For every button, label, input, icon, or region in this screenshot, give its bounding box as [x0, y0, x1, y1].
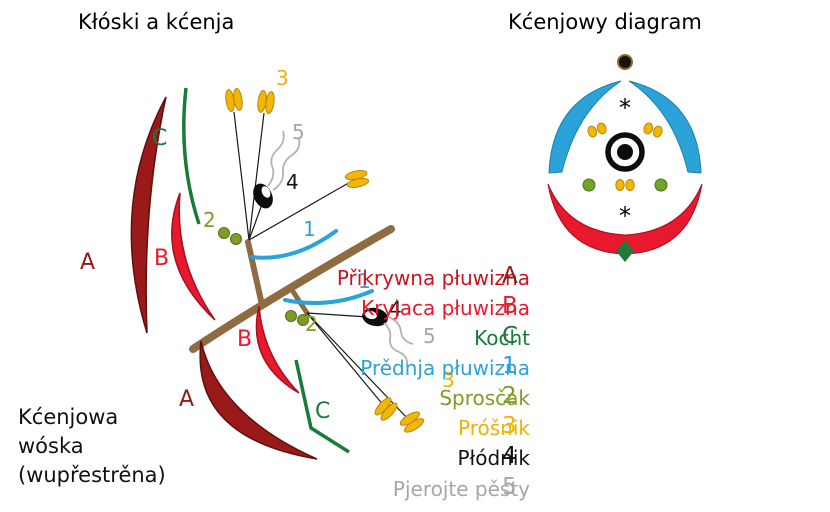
- stigma-icon: [272, 138, 301, 191]
- mark-lower-4: 4: [389, 297, 402, 321]
- mark-lower-C: C: [315, 399, 331, 424]
- figure-caption: Kćenjowa wóska (wupřestrěna): [18, 405, 166, 487]
- lodicule-dot: [582, 178, 596, 192]
- glume-A-upper: [130, 96, 167, 334]
- legend-term-2: Sprosčak: [439, 386, 530, 410]
- mark-upper-2: 2: [203, 208, 216, 232]
- anther-icon: [372, 394, 400, 424]
- stamen-pair-icon: [615, 179, 635, 191]
- pistil-lower: [362, 307, 414, 366]
- legend-term-1: Prědnja płuwizna: [360, 356, 530, 380]
- awn-diamond: [616, 240, 634, 262]
- legend-key-B: B: [502, 293, 518, 319]
- ovary-center: [617, 144, 633, 160]
- awn-C-upper: [182, 87, 201, 225]
- filaments-upper: [233, 111, 353, 241]
- mark-upper-C: C: [152, 126, 168, 151]
- asterisk-top: *: [619, 94, 631, 122]
- anther-icon: [344, 168, 370, 190]
- mark-upper-3: 3: [276, 66, 289, 90]
- stigma-icon: [388, 316, 414, 345]
- stigma-icon: [383, 322, 408, 366]
- palea-arc-left: [548, 80, 622, 174]
- legend-term-B: Kryjaca płuwizna: [361, 296, 530, 320]
- mark-upper-4: 4: [286, 170, 299, 194]
- spikelet-upper: [130, 87, 370, 334]
- legend-key-1: 1: [502, 353, 517, 379]
- lodicule-dot: [285, 310, 297, 322]
- stem-branch-upper: [245, 239, 265, 308]
- asterisk-bottom: *: [619, 202, 631, 230]
- legend-term-A: Přikrywna płuwizna: [336, 266, 530, 290]
- legend-key-4: 4: [502, 443, 517, 469]
- awn-C-lower: [294, 359, 350, 454]
- legend-key-3: 3: [502, 413, 517, 439]
- legend-key-5: 5: [502, 474, 517, 500]
- right-figure-title: Kćenjowy diagram: [508, 10, 702, 34]
- stamen-pair-icon: [586, 121, 608, 139]
- legend-term-3: Próšnik: [458, 416, 530, 440]
- lemma-B-upper: [171, 192, 216, 321]
- mark-upper-5: 5: [292, 120, 305, 144]
- palea-arc-upper: [250, 229, 338, 260]
- mark-upper-1: 1: [303, 217, 316, 241]
- legend-term-5: Pjerojte pěsty: [392, 477, 530, 501]
- legend-term-4: Płódnik: [457, 446, 531, 470]
- mark-lower-A: A: [179, 387, 195, 412]
- legend-key-2: 2: [502, 383, 517, 409]
- anther-icon: [256, 89, 276, 115]
- axis-dot: [617, 54, 633, 70]
- mark-lower-2: 2: [305, 312, 318, 336]
- stigma-icon: [267, 130, 285, 187]
- glume-A-lower: [199, 340, 318, 460]
- legend-key-A: A: [502, 263, 518, 289]
- filaments-lower: [306, 312, 410, 421]
- legend-term-C: Kocht: [474, 326, 530, 350]
- mark-lower-B: B: [237, 327, 253, 352]
- anther-icon: [224, 87, 244, 113]
- spikelet-lower: [199, 289, 427, 460]
- left-figure-title: Kłóski a kćenja: [78, 10, 235, 34]
- mark-lower-5: 5: [423, 324, 436, 348]
- palea-arc-lower: [283, 289, 374, 305]
- mark-upper-A: A: [80, 250, 96, 275]
- stem-main: [189, 225, 395, 353]
- lodicule-dot: [230, 233, 242, 245]
- lemma-arc: [547, 183, 703, 255]
- lodicule-dot: [297, 314, 309, 326]
- mark-lower-1: 1: [358, 269, 371, 293]
- mark-upper-B: B: [154, 246, 170, 271]
- lodicule-dot: [218, 227, 230, 239]
- lodicule-dot: [654, 178, 668, 192]
- mark-lower-3: 3: [442, 368, 455, 392]
- legend-key-C: C: [502, 323, 519, 349]
- lemma-B-lower: [255, 305, 300, 394]
- stamen-pair-icon: [642, 121, 664, 139]
- spikelet-figure: [130, 87, 427, 460]
- palea-arc-right: [628, 80, 702, 174]
- pistil-upper: [253, 130, 301, 209]
- floral-diagram: [547, 54, 703, 262]
